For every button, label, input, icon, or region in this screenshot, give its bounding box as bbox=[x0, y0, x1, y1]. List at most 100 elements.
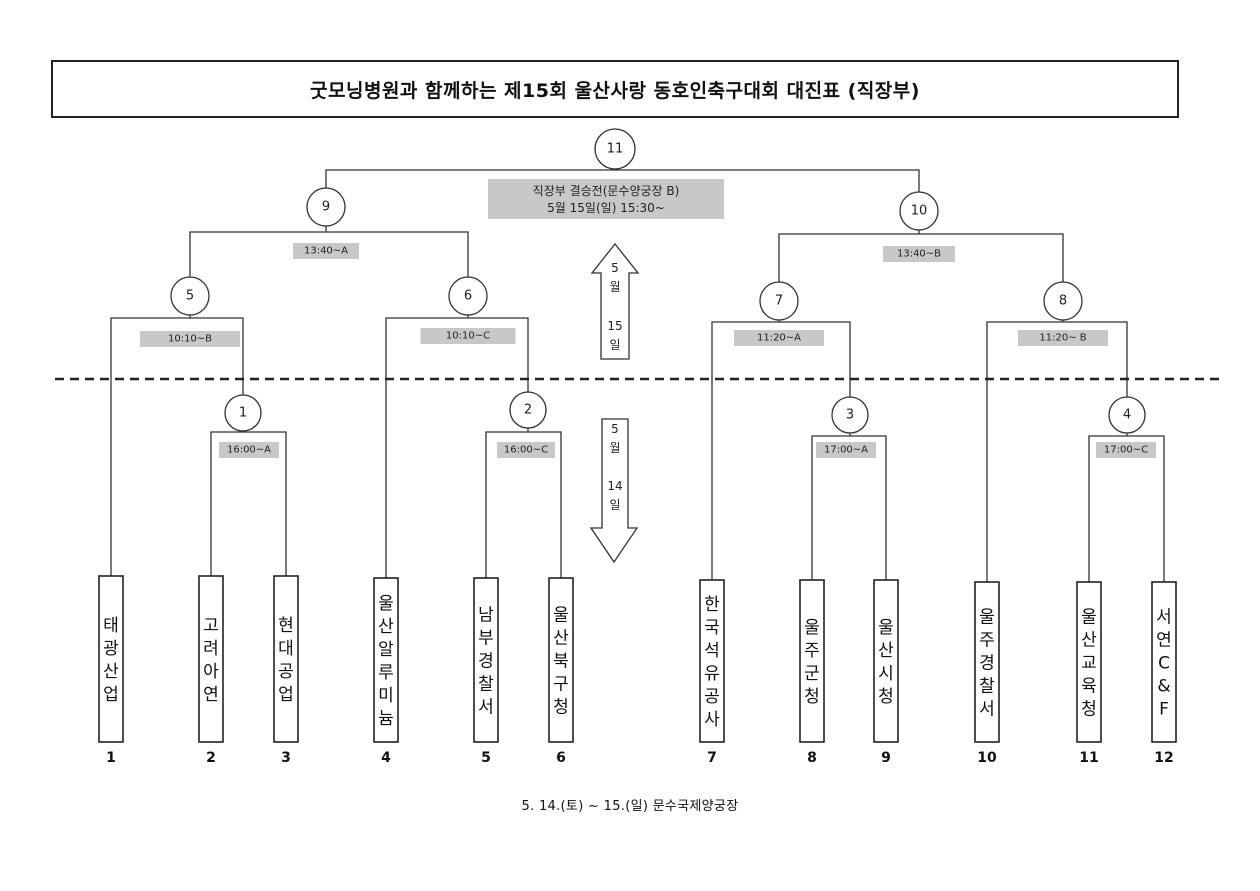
semi-connector-left bbox=[189, 231, 469, 278]
match-7-number: 7 bbox=[775, 294, 783, 309]
match-1-circle bbox=[224, 394, 262, 432]
match-3-number: 3 bbox=[846, 408, 854, 423]
team-name-char: 찰 bbox=[478, 674, 494, 694]
team-name-char: 산 bbox=[378, 617, 394, 637]
team-name-char: 울 bbox=[979, 607, 995, 627]
match-6-circle bbox=[448, 276, 488, 316]
team-number-12: 12 bbox=[1154, 750, 1173, 766]
final-label-bg bbox=[488, 179, 724, 219]
team-name-char: 남 bbox=[478, 605, 494, 625]
team-name-char: C bbox=[1158, 653, 1170, 673]
team-name-char: 울 bbox=[1081, 607, 1097, 627]
team-name-char: 려 bbox=[203, 639, 219, 659]
team-name-char: 태 bbox=[103, 616, 119, 636]
team-name-char: 알 bbox=[378, 640, 394, 660]
match-4-number: 4 bbox=[1123, 408, 1131, 423]
team-name-char: 사 bbox=[704, 710, 720, 730]
team-number-1: 1 bbox=[106, 750, 116, 766]
time-label-match-4: 17:00~C bbox=[1104, 445, 1148, 456]
team-name-char: & bbox=[1157, 676, 1170, 696]
time-label-match-4-bg bbox=[1096, 442, 1156, 458]
team-name-char: 대 bbox=[278, 639, 294, 659]
match-4-circle bbox=[1108, 396, 1146, 434]
team-name-char: 청 bbox=[1081, 699, 1097, 719]
round1-connector bbox=[485, 431, 562, 578]
match-9-number: 9 bbox=[322, 200, 330, 215]
team-name-char: 업 bbox=[103, 685, 119, 705]
quarter-connector bbox=[986, 321, 1128, 582]
quarter-connector bbox=[385, 317, 529, 578]
team-name-char: 공 bbox=[704, 687, 720, 707]
team-name-char: 울 bbox=[804, 618, 820, 638]
team-number-8: 8 bbox=[807, 750, 817, 766]
match-7-circle bbox=[759, 281, 799, 321]
team-name-char: 산 bbox=[553, 628, 569, 648]
match-8-number: 8 bbox=[1059, 294, 1067, 309]
team-box-3 bbox=[273, 575, 299, 743]
team-name-char: 부 bbox=[478, 628, 494, 648]
team-name-char: 고 bbox=[203, 616, 219, 636]
team-name-char: 업 bbox=[278, 685, 294, 705]
team-box-8 bbox=[799, 579, 825, 743]
time-label-match-3-bg bbox=[816, 442, 876, 458]
final-label-line1: 직장부 결승전(문수양궁장 B) bbox=[533, 184, 680, 198]
match-5-circle bbox=[170, 276, 210, 316]
team-name-char: 청 bbox=[804, 687, 820, 707]
time-label-match-2-bg bbox=[497, 442, 555, 458]
semi-connector-right bbox=[778, 233, 1064, 283]
page-title: 굿모닝병원과 함께하는 제15회 울산사랑 동호인축구대회 대진표 (직장부) bbox=[51, 60, 1179, 118]
match-5-number: 5 bbox=[186, 289, 194, 304]
team-name-char: 미 bbox=[378, 686, 394, 706]
team-name-char: 육 bbox=[1081, 676, 1097, 696]
match-2-number: 2 bbox=[524, 403, 532, 418]
team-box-7 bbox=[699, 579, 725, 743]
time-label-match-9: 13:40~A bbox=[304, 246, 348, 257]
team-number-5: 5 bbox=[481, 750, 491, 766]
team-name-char: 울 bbox=[878, 618, 894, 638]
day14-label: 5 bbox=[611, 422, 619, 436]
match-9-circle bbox=[306, 187, 346, 227]
quarter-connector bbox=[110, 317, 244, 576]
time-label-match-2: 16:00~C bbox=[504, 445, 548, 456]
team-name-char: 경 bbox=[979, 653, 995, 673]
match-11-number: 11 bbox=[607, 142, 624, 157]
team-name-char: 연 bbox=[203, 685, 219, 705]
team-box-6 bbox=[548, 577, 574, 743]
day14-label: 월 bbox=[609, 441, 620, 455]
team-name-char: 청 bbox=[878, 687, 894, 707]
team-name-char: 청 bbox=[553, 697, 569, 717]
day15-label: 15 bbox=[607, 319, 622, 333]
time-label-match-8-bg bbox=[1018, 330, 1108, 346]
team-name-char: 늄 bbox=[378, 709, 394, 729]
team-name-char: 구 bbox=[553, 674, 569, 694]
team-box-11 bbox=[1076, 581, 1102, 743]
team-number-9: 9 bbox=[881, 750, 891, 766]
team-name-char: 산 bbox=[878, 641, 894, 661]
team-number-10: 10 bbox=[977, 750, 997, 766]
time-label-match-9-bg bbox=[293, 243, 359, 259]
match-6-number: 6 bbox=[464, 289, 472, 304]
final-connector bbox=[325, 169, 920, 193]
match-3-circle bbox=[831, 396, 869, 434]
team-name-char: 서 bbox=[1156, 607, 1172, 627]
down-arrow-icon bbox=[589, 418, 639, 564]
team-box-1 bbox=[98, 575, 124, 743]
time-label-match-10-bg bbox=[883, 246, 955, 262]
match-8-circle bbox=[1043, 281, 1083, 321]
day15-label: 월 bbox=[609, 280, 620, 294]
team-name-char: 울 bbox=[553, 605, 569, 625]
round1-connector bbox=[210, 431, 287, 576]
team-name-char: 서 bbox=[478, 697, 494, 717]
team-name-char: 루 bbox=[378, 663, 394, 683]
team-name-char: 연 bbox=[1156, 630, 1172, 650]
team-number-6: 6 bbox=[556, 750, 566, 766]
team-name-char: 유 bbox=[704, 664, 720, 684]
team-box-9 bbox=[873, 579, 899, 743]
team-box-5 bbox=[473, 577, 499, 743]
team-name-char: 공 bbox=[278, 662, 294, 682]
team-name-char: 북 bbox=[553, 651, 569, 671]
time-label-match-6: 10:10~C bbox=[446, 331, 490, 342]
time-label-match-7: 11:20~A bbox=[757, 333, 801, 344]
match-2-circle bbox=[509, 391, 547, 429]
time-label-match-6-bg bbox=[420, 328, 516, 344]
